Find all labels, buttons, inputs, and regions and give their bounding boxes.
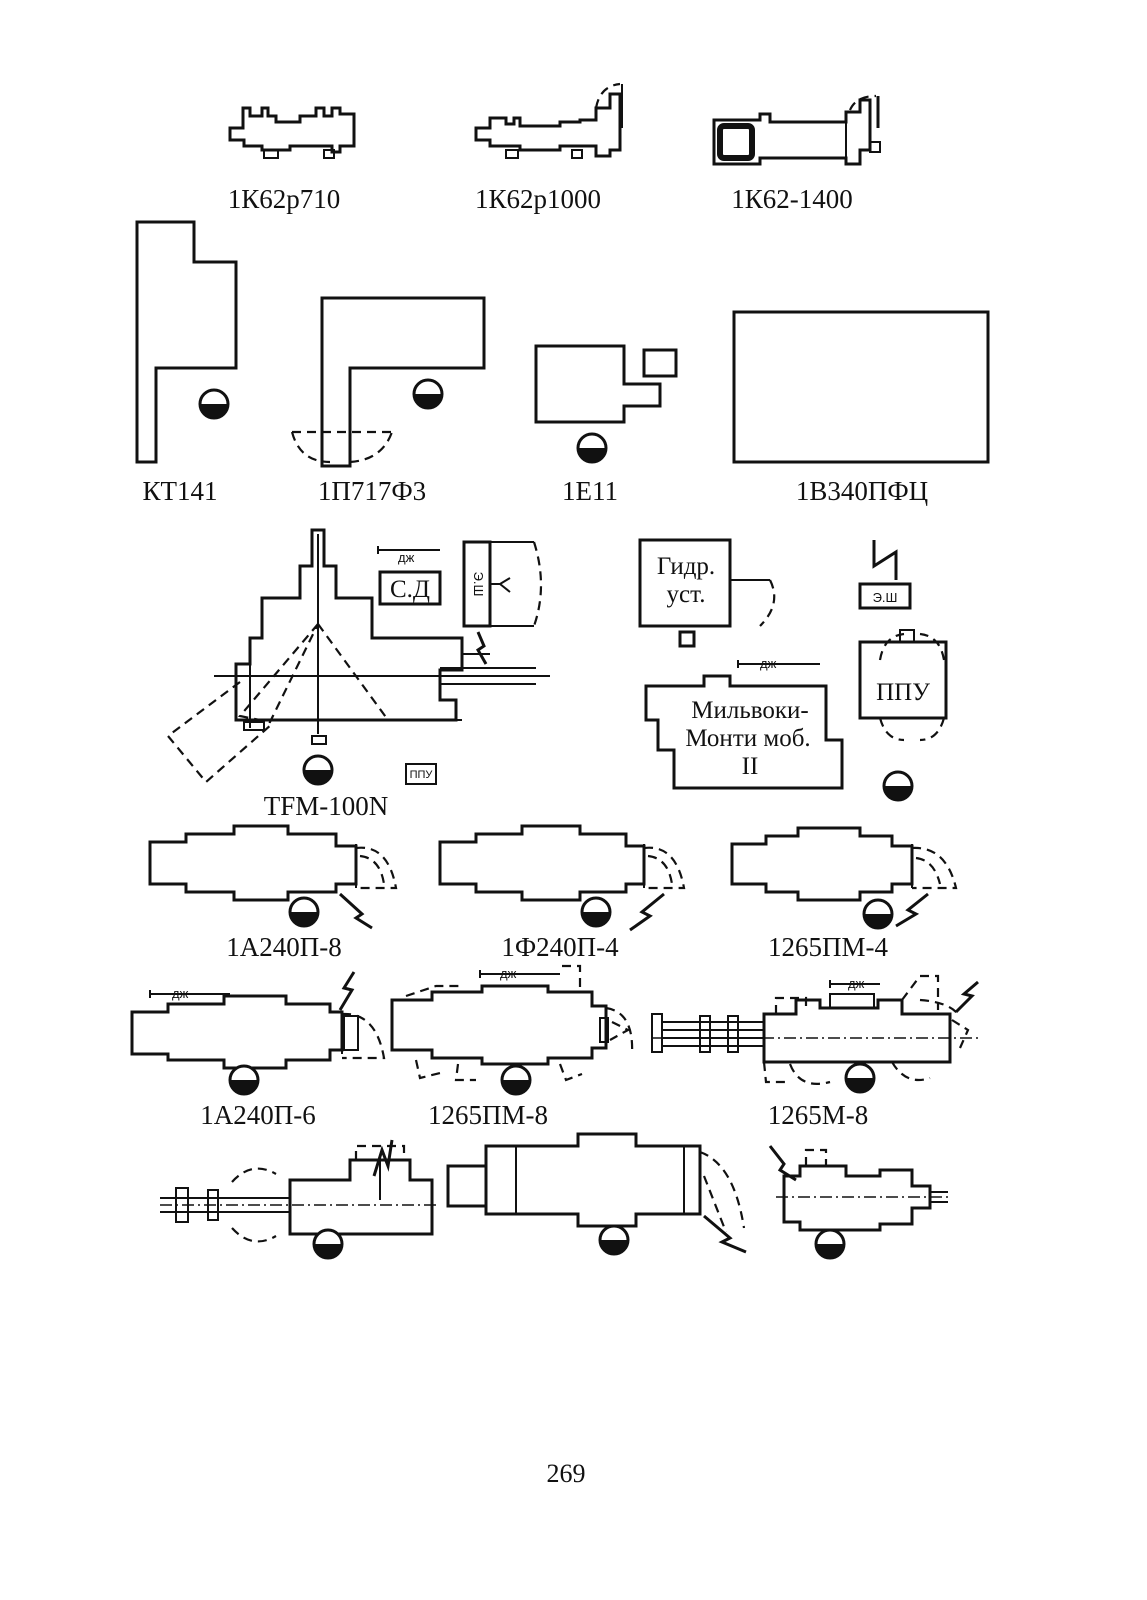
hydraulic-unit: Гидр. уст. — [638, 538, 776, 648]
label-1265pm-4: 1265ПМ-4 — [768, 932, 888, 962]
label-tfm-100n: TFM-100N — [264, 791, 389, 821]
machine-1a240p-8 — [148, 824, 398, 930]
machine-1v340pfc — [732, 310, 990, 464]
label-dzh-4: дж — [500, 966, 517, 981]
label-sd: С.Д — [390, 576, 430, 603]
label-1265m-8: 1265М-8 — [768, 1100, 869, 1130]
machine-1p717f3 — [290, 296, 486, 468]
page-number: 269 — [547, 1459, 586, 1488]
operator-position-icon — [198, 388, 230, 420]
label-1k62r1000: 1К62р1000 — [475, 184, 601, 214]
machine-tfm-100n: дж С.Д Э.Ш ППУ — [166, 528, 550, 786]
electrical-cabinet: Э.Ш — [858, 540, 912, 610]
label-hydro-1: Гидр. — [657, 553, 715, 580]
label-dzh-3: дж — [172, 986, 189, 1001]
machine-1e11 — [534, 344, 678, 464]
operator-position-icon — [844, 1062, 876, 1094]
machine-1265m-8: дж — [651, 974, 979, 1094]
label-ppu-small: ППУ — [410, 769, 434, 781]
label-milwaukee-3: II — [742, 753, 759, 780]
machine-1f240p-4 — [438, 824, 686, 932]
machine-1k62r710 — [228, 106, 356, 159]
operator-position-icon — [576, 432, 608, 464]
machine-1k62-1400 — [712, 94, 881, 166]
operator-position-icon — [288, 896, 320, 928]
machine-1265pm-8: дж — [390, 964, 634, 1096]
operator-position-icon — [500, 1064, 532, 1096]
label-hydro-2: уст. — [667, 581, 706, 608]
machine-row6-right — [768, 1145, 950, 1260]
machine-1a240p-6: дж — [130, 971, 386, 1096]
label-esh: Э.Ш — [873, 590, 898, 605]
label-kt141: КТ141 — [142, 476, 217, 506]
label-1265pm-8: 1265ПМ-8 — [428, 1100, 548, 1130]
operator-position-icon — [302, 754, 334, 786]
label-dzh-1: дж — [398, 550, 415, 565]
label-dzh-2: дж — [760, 656, 777, 671]
operator-position-icon — [814, 1228, 846, 1260]
operator-position-icon — [862, 898, 894, 930]
label-1a240p-8: 1А240П-8 — [226, 932, 342, 962]
operator-position-icon — [598, 1224, 630, 1256]
machine-ppu: ППУ — [858, 629, 948, 802]
operator-position-icon — [882, 770, 914, 802]
label-1a240p-6: 1А240П-6 — [200, 1100, 316, 1130]
label-1k62r710: 1К62р710 — [228, 184, 341, 214]
operator-position-icon — [228, 1064, 260, 1096]
machine-milwaukee-monti: дж Мильвоки- Монти моб. II — [644, 656, 844, 790]
machine-1265pm-4 — [730, 826, 958, 930]
operator-position-icon — [312, 1228, 344, 1260]
operator-position-icon — [580, 896, 612, 928]
machine-row6-center — [446, 1132, 747, 1256]
label-1p717f3: 1П717Ф3 — [318, 476, 426, 506]
label-1f240p-4: 1Ф240П-4 — [501, 932, 619, 962]
label-ppu: ППУ — [876, 679, 930, 706]
label-esh-vertical: Э.Ш — [471, 572, 486, 597]
label-milwaukee-2: Монти моб. — [685, 725, 810, 752]
label-dzh-5: дж — [848, 976, 865, 991]
label-1v340pfc: 1В340ПФЦ — [796, 476, 928, 506]
machine-row6-left — [160, 1139, 440, 1260]
machine-kt141 — [135, 220, 238, 464]
operator-position-icon — [412, 378, 444, 410]
label-1k62-1400: 1К62-1400 — [731, 184, 853, 214]
label-1e11: 1Е11 — [562, 476, 618, 506]
machine-1k62r1000 — [474, 82, 623, 159]
label-milwaukee-1: Мильвоки- — [691, 697, 808, 724]
